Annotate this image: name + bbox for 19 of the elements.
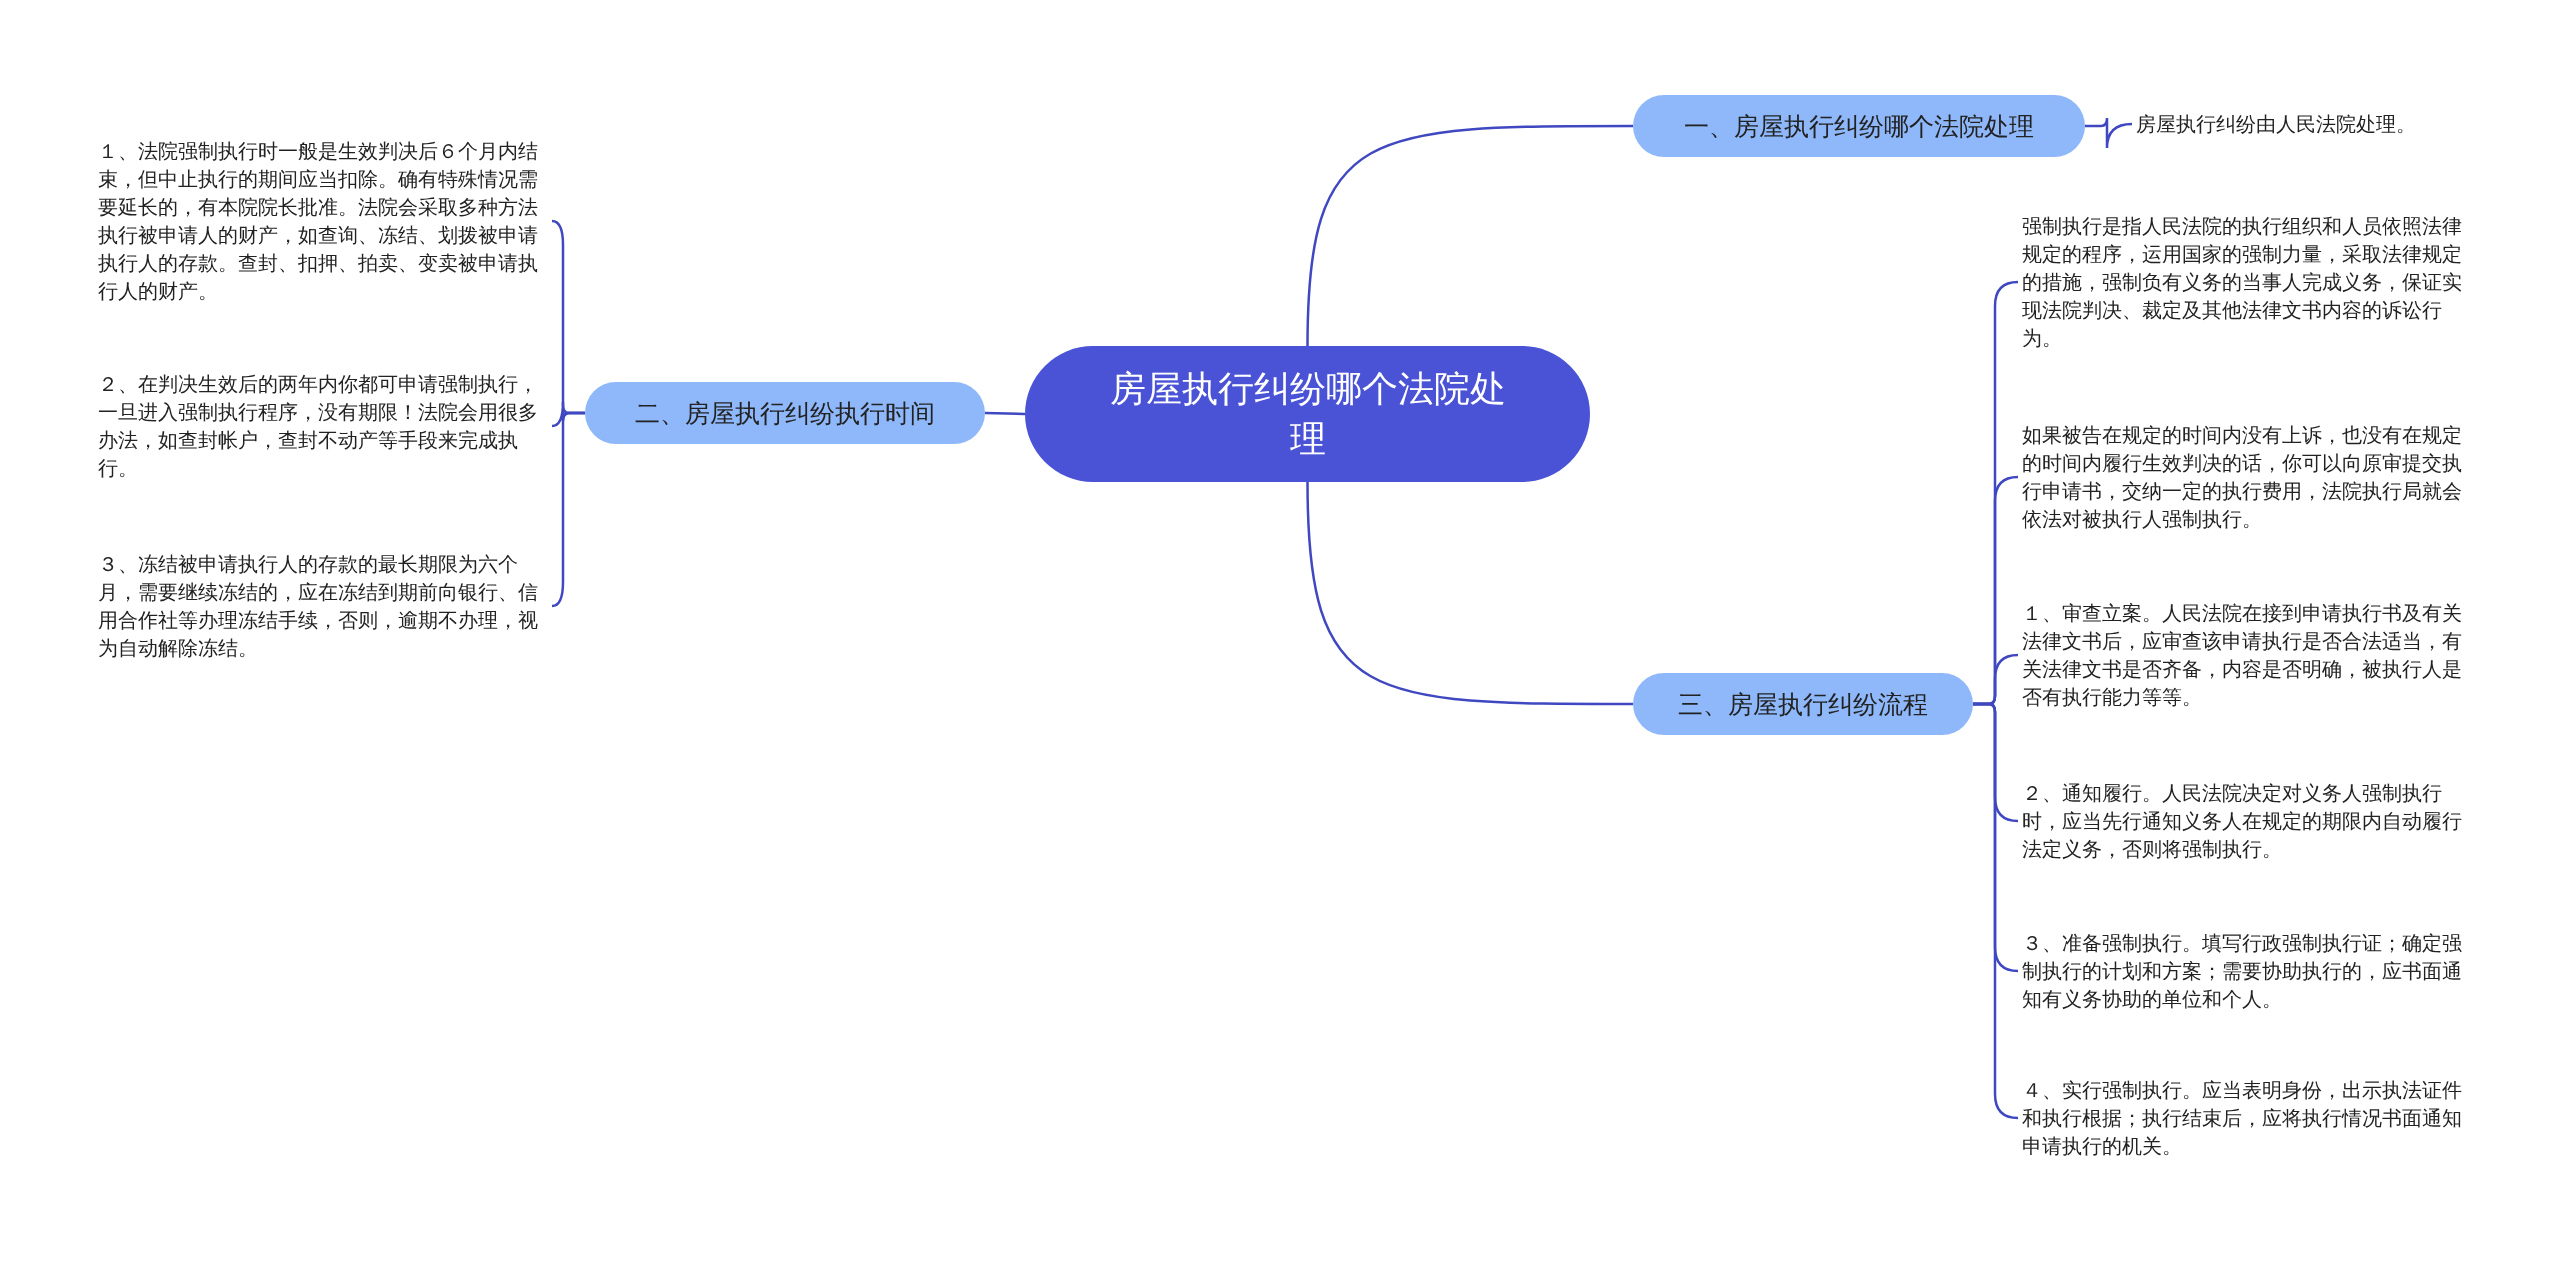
connector-line <box>1306 481 1633 706</box>
topic-box: 三、房屋执行纠纷流程 <box>1633 673 1973 735</box>
note-text: ４、实行强制执行。应当表明身份，出示执法证件和执行根据；执行结束后，应将执行情况书面通知申请执行的机关。 <box>2022 1076 2472 1160</box>
note-text: ２、在判决生效后的两年内你都可申请强制执行，一旦进入强制执行程序，没有期限！法院会用很多办法，如查封帐户，查封不动产等手段来完成执行。 <box>98 370 548 482</box>
topic-box: 二、房屋执行纠纷执行时间 <box>585 382 985 444</box>
note-text: ３、冻结被申请执行人的存款的最长期限为六个月，需要继续冻结的，应在冻结到期前向银行、信用合作社等办理冻结手续，否则，逾期不办理，视为自动解除冻结。 <box>98 550 548 662</box>
note-text: ２、通知履行。人民法院决定对义务人强制执行时，应当先行通知义务人在规定的期限内自动履行法定义务，否则将强制执行。 <box>2022 779 2472 863</box>
connector-line <box>551 411 585 608</box>
note-text: ３、准备强制执行。填写行政强制执行证；确定强制执行的计划和方案；需要协助执行的，应书面通知有义务协助的单位和个人。 <box>2022 929 2472 1013</box>
connector-line <box>1306 124 1633 347</box>
central-topic: 房屋执行纠纷哪个法院处理 <box>1025 346 1590 482</box>
connector-line <box>2085 116 2133 150</box>
note-text: １、审查立案。人民法院在接到申请执行书及有关法律文书后，应审查该申请执行是否合法适当，有关法律文书是否齐备，内容是否明确，被执行人是否有执行能力等等。 <box>2022 599 2472 711</box>
topic-box: 一、房屋执行纠纷哪个法院处理 <box>1633 95 2085 157</box>
connector-line <box>984 411 1026 416</box>
note-text: 房屋执行纠纷由人民法院处理。 <box>2136 110 2516 138</box>
note-text: 强制执行是指人民法院的执行组织和人员依照法律规定的程序，运用国家的强制力量，采取法律规定的措施，强制负有义务的当事人完成义务，保证实现法院判决、裁定及其他法律文书内容的诉讼行为。 <box>2022 212 2472 352</box>
note-text: 如果被告在规定的时间内没有上诉，也没有在规定的时间内履行生效判决的话，你可以向原审提交执行申请书，交纳一定的执行费用，法院执行局就会依法对被执行人强制执行。 <box>2022 421 2472 533</box>
note-text: １、法院强制执行时一般是生效判决后６个月内结束，但中止执行的期间应当扣除。确有特殊情况需要延长的，有本院院长批准。法院会采取多种方法执行被申请人的财产，如查询、冻结、划拨被申请执行人的存款。查封、扣押、拍卖、变卖被申请执行人的财产。 <box>98 137 548 305</box>
